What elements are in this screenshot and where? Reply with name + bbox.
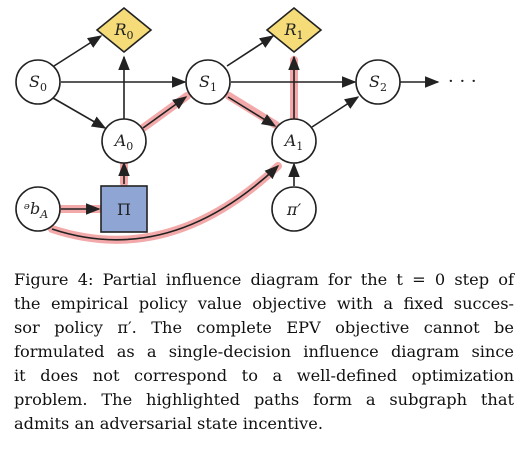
- caption-line: Figure 4: Partial influence diagram for …: [14, 270, 514, 289]
- highlight-pa-a1-curve: [48, 162, 282, 244]
- svg-text:S1: S1: [199, 72, 217, 94]
- edge-s0-r0: [53, 35, 103, 67]
- svg-text:S2: S2: [369, 72, 387, 94]
- state-node-s2: S2: [355, 59, 401, 105]
- svg-text:Π: Π: [117, 200, 131, 219]
- edge-s1-a1: [227, 96, 277, 127]
- caption-line: the empirical policy value objective wit…: [14, 294, 514, 313]
- caption-line: admits an adversarial state incentive.: [14, 414, 323, 433]
- edge-s0-a0: [52, 97, 107, 129]
- utility-node-r0: R0: [95, 6, 153, 54]
- state-node-s0: S0: [15, 59, 61, 105]
- caption-line: sor policy π′. The complete EPV objectiv…: [14, 318, 514, 337]
- svg-text:A0: A0: [113, 131, 134, 153]
- caption-line: it does not correspond to a well-defined…: [14, 366, 514, 385]
- successor-policy-node: π′: [271, 186, 317, 232]
- svg-text:R0: R0: [113, 20, 133, 42]
- decision-node-pi: Π: [100, 185, 148, 233]
- edges: [51, 35, 440, 241]
- action-node-a1: A1: [271, 118, 317, 164]
- caption-line: formulated as a single-decision influenc…: [14, 342, 514, 361]
- influence-diagram: R0 R1 S0 S1 S2 A0 A1 ᵊbA π′ Π · · ·: [15, 6, 477, 244]
- svg-text:A1: A1: [283, 131, 304, 153]
- utility-node-r1: R1: [265, 6, 323, 54]
- edge-a1-s2: [311, 96, 360, 128]
- caption-line: problem. The highlighted paths form a su…: [14, 390, 514, 409]
- action-node-a0: A0: [101, 118, 147, 164]
- edge-a0-s1: [142, 96, 188, 129]
- figure-caption: Figure 4: Partial influence diagram for …: [14, 268, 514, 436]
- highlight-paths: [48, 56, 298, 244]
- continuation-ellipsis: · · ·: [448, 71, 477, 92]
- svg-text:S0: S0: [29, 72, 47, 94]
- highlight-s1-a1: [225, 92, 280, 129]
- prior-node-pa: ᵊbA: [15, 186, 61, 232]
- edge-s1-r1: [226, 35, 275, 67]
- svg-text:ᵊbA: ᵊbA: [24, 199, 48, 221]
- state-node-s1: S1: [185, 59, 231, 105]
- edge-pa-a1-curve: [51, 165, 280, 241]
- svg-text:π′: π′: [286, 200, 302, 219]
- svg-text:R1: R1: [283, 20, 303, 42]
